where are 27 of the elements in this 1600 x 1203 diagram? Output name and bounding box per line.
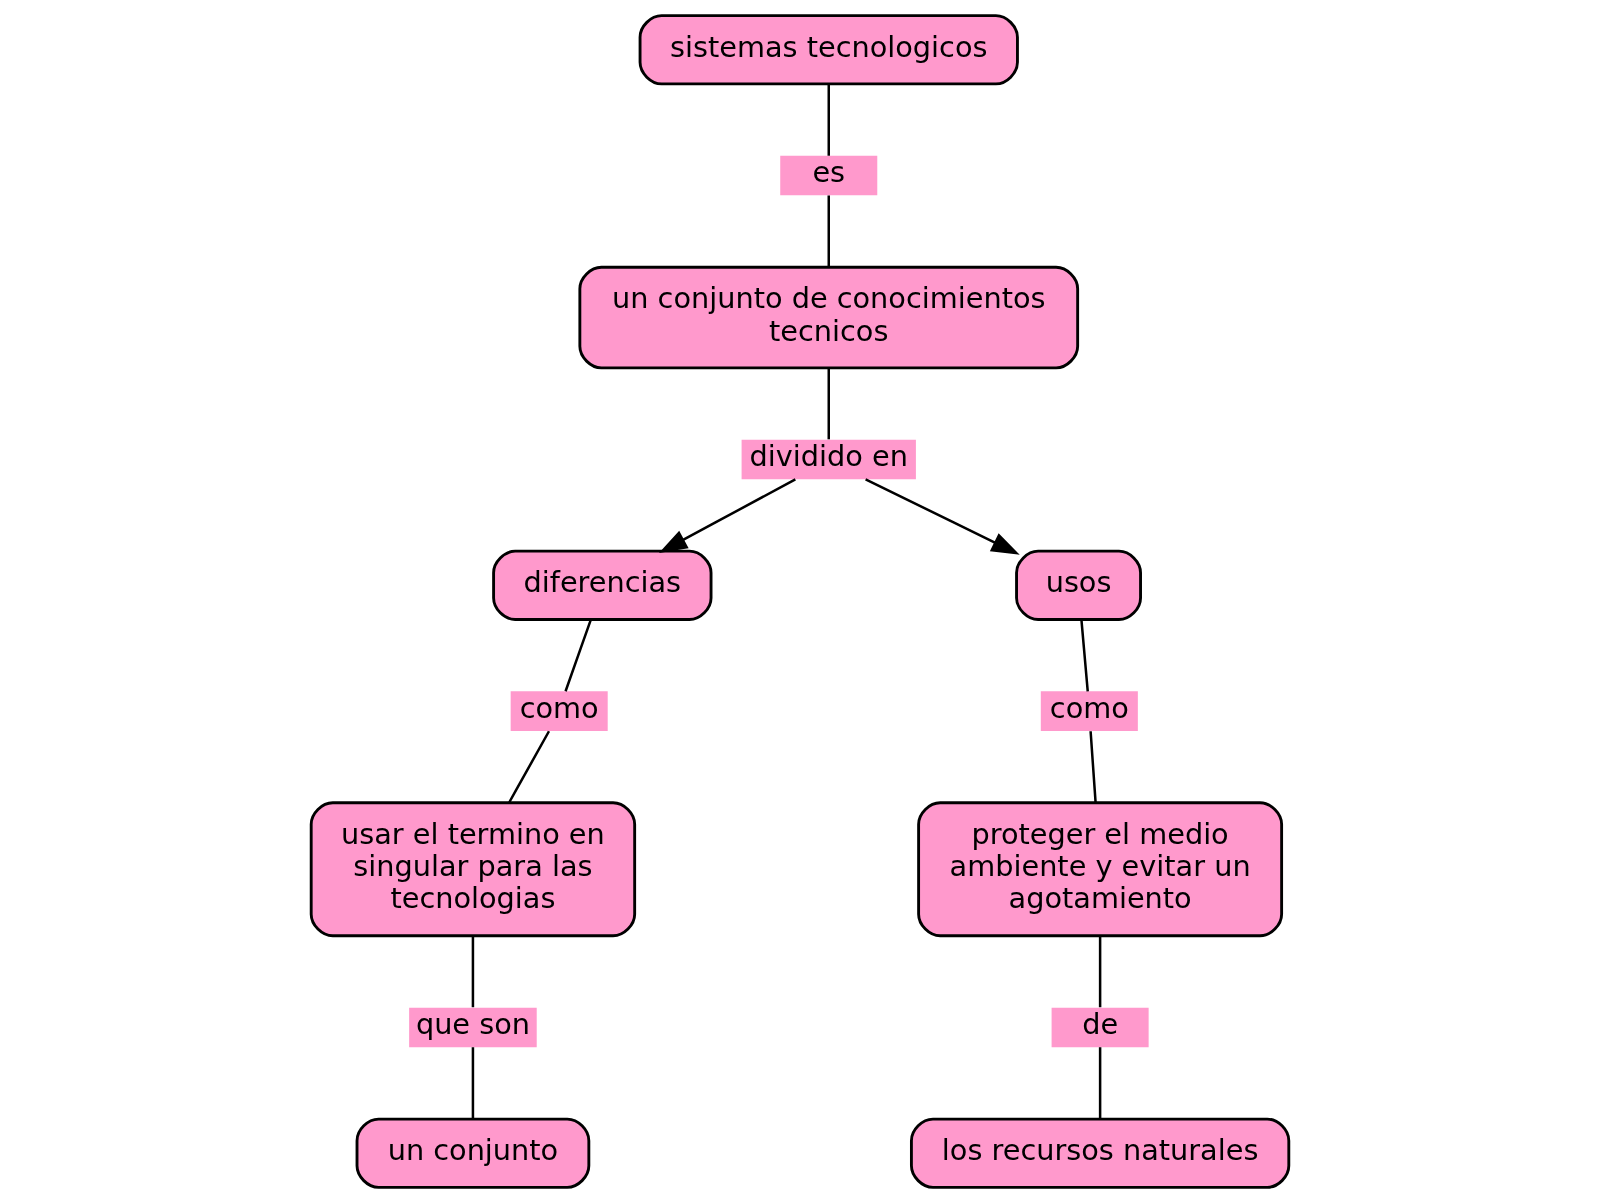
node-box: como <box>510 691 608 731</box>
connector <box>1080 619 1089 692</box>
node-box: los recursos naturales <box>909 1117 1291 1189</box>
node-box: proteger el medio ambiente y evitar un agotamiento <box>917 801 1284 938</box>
arrow <box>658 478 796 553</box>
node-box: usar el termino en singular para las tecnologias <box>309 801 637 938</box>
connector <box>827 195 830 267</box>
node-box: diferencias <box>492 549 713 621</box>
node-box: que son <box>409 1007 537 1048</box>
connector <box>827 84 830 156</box>
connector <box>1098 1047 1102 1120</box>
node-box: sistemas tecnologicos <box>638 14 1019 86</box>
connector <box>508 730 551 803</box>
node-box: como <box>1040 691 1138 731</box>
connector <box>1098 936 1102 1008</box>
node-box: un conjunto de conocimientos tecnicos <box>578 265 1080 370</box>
node-box: usos <box>1015 549 1142 621</box>
connector <box>827 368 830 440</box>
connector <box>471 936 475 1008</box>
arrow <box>865 478 1020 555</box>
node-box: dividido en <box>741 439 916 480</box>
node-box: es <box>780 155 878 196</box>
node-box: un conjunto <box>355 1117 591 1189</box>
connector <box>564 619 592 692</box>
connector <box>471 1047 475 1120</box>
node-box: de <box>1051 1007 1149 1048</box>
connector <box>1089 731 1097 803</box>
